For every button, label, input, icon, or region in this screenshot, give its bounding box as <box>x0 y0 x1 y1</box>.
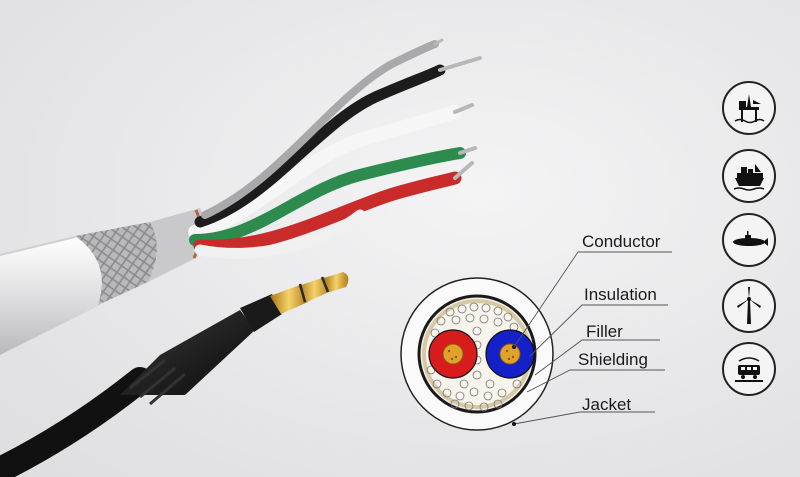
conductor-label: Conductor <box>582 232 661 251</box>
shielding-label: Shielding <box>578 350 648 369</box>
cable-cross-section <box>400 251 672 431</box>
inner-wires <box>188 38 482 259</box>
cable-jacket <box>0 236 103 355</box>
red-conductor <box>442 343 464 365</box>
jacket-label: Jacket <box>582 395 632 414</box>
insulation-label: Insulation <box>584 285 657 304</box>
filler-label: Filler <box>586 322 623 341</box>
leader-lines <box>513 251 672 425</box>
blue-conductor <box>499 343 521 365</box>
audio-jack-cable <box>0 272 349 477</box>
